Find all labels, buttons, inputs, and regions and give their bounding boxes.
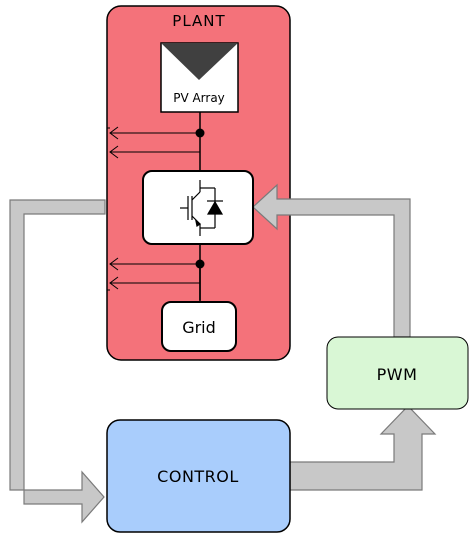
control-label: CONTROL	[157, 467, 239, 486]
tap-arrowhead	[109, 257, 119, 271]
pwm-box	[326, 336, 469, 410]
measurement-collector	[106, 127, 110, 291]
igbt-diode-switch-icon	[180, 180, 224, 236]
grid-label: Grid	[182, 318, 216, 337]
plant-title: PLANT	[172, 12, 225, 30]
tap-arrowhead	[109, 126, 119, 140]
pv-array-label: PV Array	[173, 91, 225, 105]
control-to-pwm-arrow	[289, 405, 437, 491]
pwm-label: PWM	[377, 365, 418, 384]
pwm-to-inverter-arrow	[252, 183, 411, 338]
pv-panel-icon	[161, 43, 238, 80]
tap-arrowhead	[109, 276, 119, 290]
feedback-arrow	[9, 199, 106, 524]
inverter-box	[142, 170, 254, 245]
tap-arrowhead	[109, 145, 119, 159]
control-box	[106, 419, 291, 533]
grid-box	[161, 301, 237, 352]
